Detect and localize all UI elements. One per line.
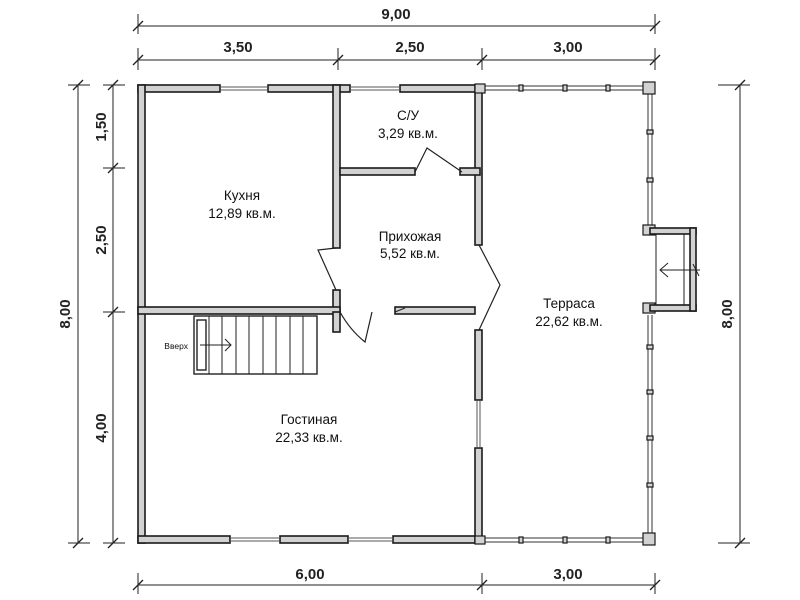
dim-left-total-label: 8,00 — [57, 299, 74, 328]
dimension-left-segments: 1,50 2,50 4,00 — [93, 79, 125, 549]
dim-left-seg1-label: 1,50 — [93, 112, 110, 141]
dim-right-total-label: 8,00 — [719, 299, 736, 328]
dim-left-seg2-label: 2,50 — [93, 225, 110, 254]
doors — [317, 147, 501, 344]
room-terrace: Терраса 22,62 кв.м. — [535, 296, 602, 329]
bathroom-area: 3,29 кв.м. — [378, 126, 438, 141]
kitchen-area: 12,89 кв.м. — [208, 206, 275, 221]
dimension-bottom-segments: 6,00 3,00 — [132, 566, 661, 594]
room-kitchen: Кухня 12,89 кв.м. — [208, 188, 275, 221]
dim-top-seg2-label: 2,50 — [395, 39, 424, 56]
terrace-area: 22,62 кв.м. — [535, 314, 602, 329]
dim-top-seg1-label: 3,50 — [223, 39, 252, 56]
interior-walls — [137, 84, 481, 333]
living-name: Гостиная — [281, 412, 338, 427]
dim-top-seg3-label: 3,00 — [553, 39, 582, 56]
dim-bottom-seg1-label: 6,00 — [295, 566, 324, 583]
living-area: 22,33 кв.м. — [275, 430, 342, 445]
hallway-area: 5,52 кв.м. — [380, 246, 440, 261]
dimension-left-total: 8,00 — [57, 79, 90, 549]
dimension-right-total: 8,00 — [718, 79, 750, 549]
dimension-top-total: 9,00 — [132, 6, 661, 34]
stairs-up-label: Вверх — [164, 341, 188, 351]
room-bathroom: С/У 3,29 кв.м. — [378, 108, 438, 141]
dim-left-seg3-label: 4,00 — [93, 413, 110, 442]
kitchen-name: Кухня — [224, 188, 260, 203]
hallway-name: Прихожая — [379, 229, 442, 244]
terrace-steps — [649, 227, 700, 312]
terrace-name: Терраса — [543, 296, 595, 311]
dimension-top-segments: 3,50 2,50 3,00 — [132, 39, 661, 70]
windows — [220, 86, 481, 542]
room-hallway: Прихожая 5,52 кв.м. — [379, 229, 442, 261]
staircase: Вверх — [164, 315, 318, 375]
dim-top-total-label: 9,00 — [381, 6, 410, 23]
room-living: Гостиная 22,33 кв.м. — [275, 412, 342, 445]
terrace-railing — [474, 81, 656, 546]
dim-bottom-seg2-label: 3,00 — [553, 566, 582, 583]
bathroom-name: С/У — [397, 108, 420, 123]
